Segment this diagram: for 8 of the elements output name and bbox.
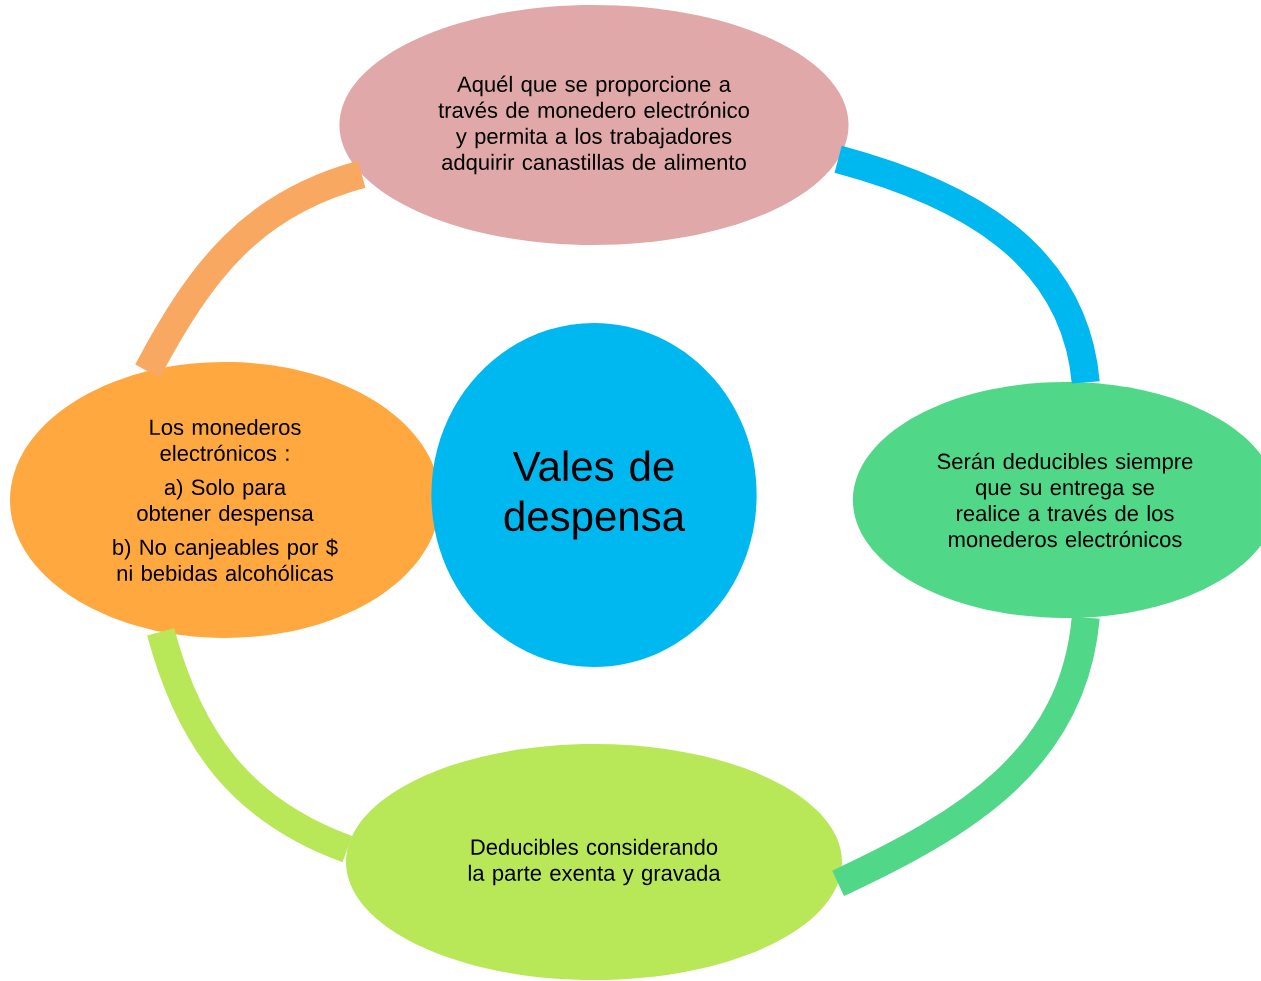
arc-connector [834,145,1100,385]
arc-connector [147,627,353,863]
ellipse-node: Aquél que se proporcione a través de monedero electrónico y permita a los trabajadores adquirir canastillas de alimento [339,5,849,245]
ellipse-node: Vales de despensa [431,323,757,667]
ellipse-node: Deducibles considerando la parte exenta y gravada [346,744,842,980]
ellipse-node: Los monederos electrónicos : a) Solo para obtener despensa b) No canjeables por $ ni bebidas alcohólicas [10,362,440,638]
arc-connector [135,161,366,378]
arc-connector [832,615,1100,896]
